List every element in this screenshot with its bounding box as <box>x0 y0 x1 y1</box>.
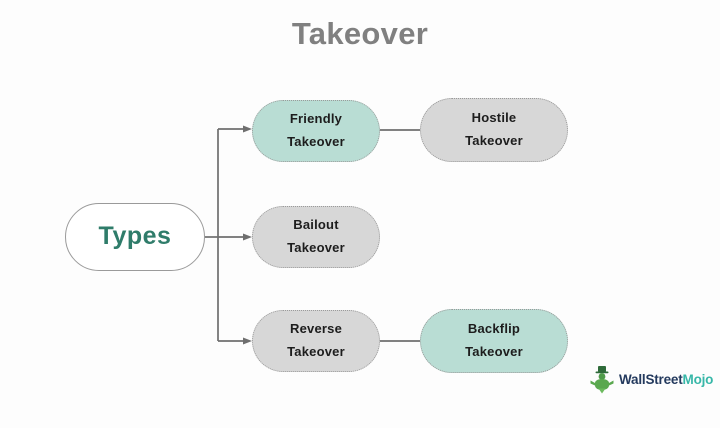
node-backflip-takeover[interactable]: Backflip Takeover <box>420 309 568 373</box>
arrowhead-bailout <box>243 233 252 241</box>
node-backflip-takeover-line2: Takeover <box>465 344 523 359</box>
node-hostile-takeover-line2: Takeover <box>465 133 523 148</box>
node-friendly-takeover-line2: Takeover <box>287 134 345 149</box>
node-hostile-takeover[interactable]: Hostile Takeover <box>420 98 568 162</box>
node-bailout-takeover-line2: Takeover <box>287 240 345 255</box>
node-hostile-takeover-line1: Hostile <box>471 110 517 126</box>
wallstreetmojo-mascot-icon <box>590 366 614 394</box>
node-reverse-takeover-line2: Takeover <box>287 344 345 359</box>
connector-arrowheads <box>243 125 252 345</box>
node-reverse-takeover-line1: Reverse <box>290 321 342 337</box>
node-bailout-takeover-line1: Bailout <box>293 217 339 233</box>
node-types-label: Types <box>98 222 172 251</box>
logo-text-accent: Mojo <box>682 371 714 387</box>
node-friendly-takeover-line1: Friendly <box>289 111 343 127</box>
node-backflip-takeover-line1: Backflip <box>467 321 521 337</box>
node-reverse-takeover[interactable]: Reverse Takeover <box>252 310 380 372</box>
logo-text-primary: WallStreet <box>619 371 683 387</box>
node-types[interactable]: Types <box>65 203 205 271</box>
node-friendly-takeover[interactable]: Friendly Takeover <box>252 100 380 162</box>
arrowhead-friendly <box>243 125 252 133</box>
logo-text: WallStreetMojo <box>619 372 713 387</box>
arrowhead-reverse <box>243 337 252 345</box>
node-bailout-takeover[interactable]: Bailout Takeover <box>252 206 380 268</box>
wallstreetmojo-logo: WallStreetMojo <box>589 364 713 394</box>
page-title: Takeover <box>291 16 429 51</box>
